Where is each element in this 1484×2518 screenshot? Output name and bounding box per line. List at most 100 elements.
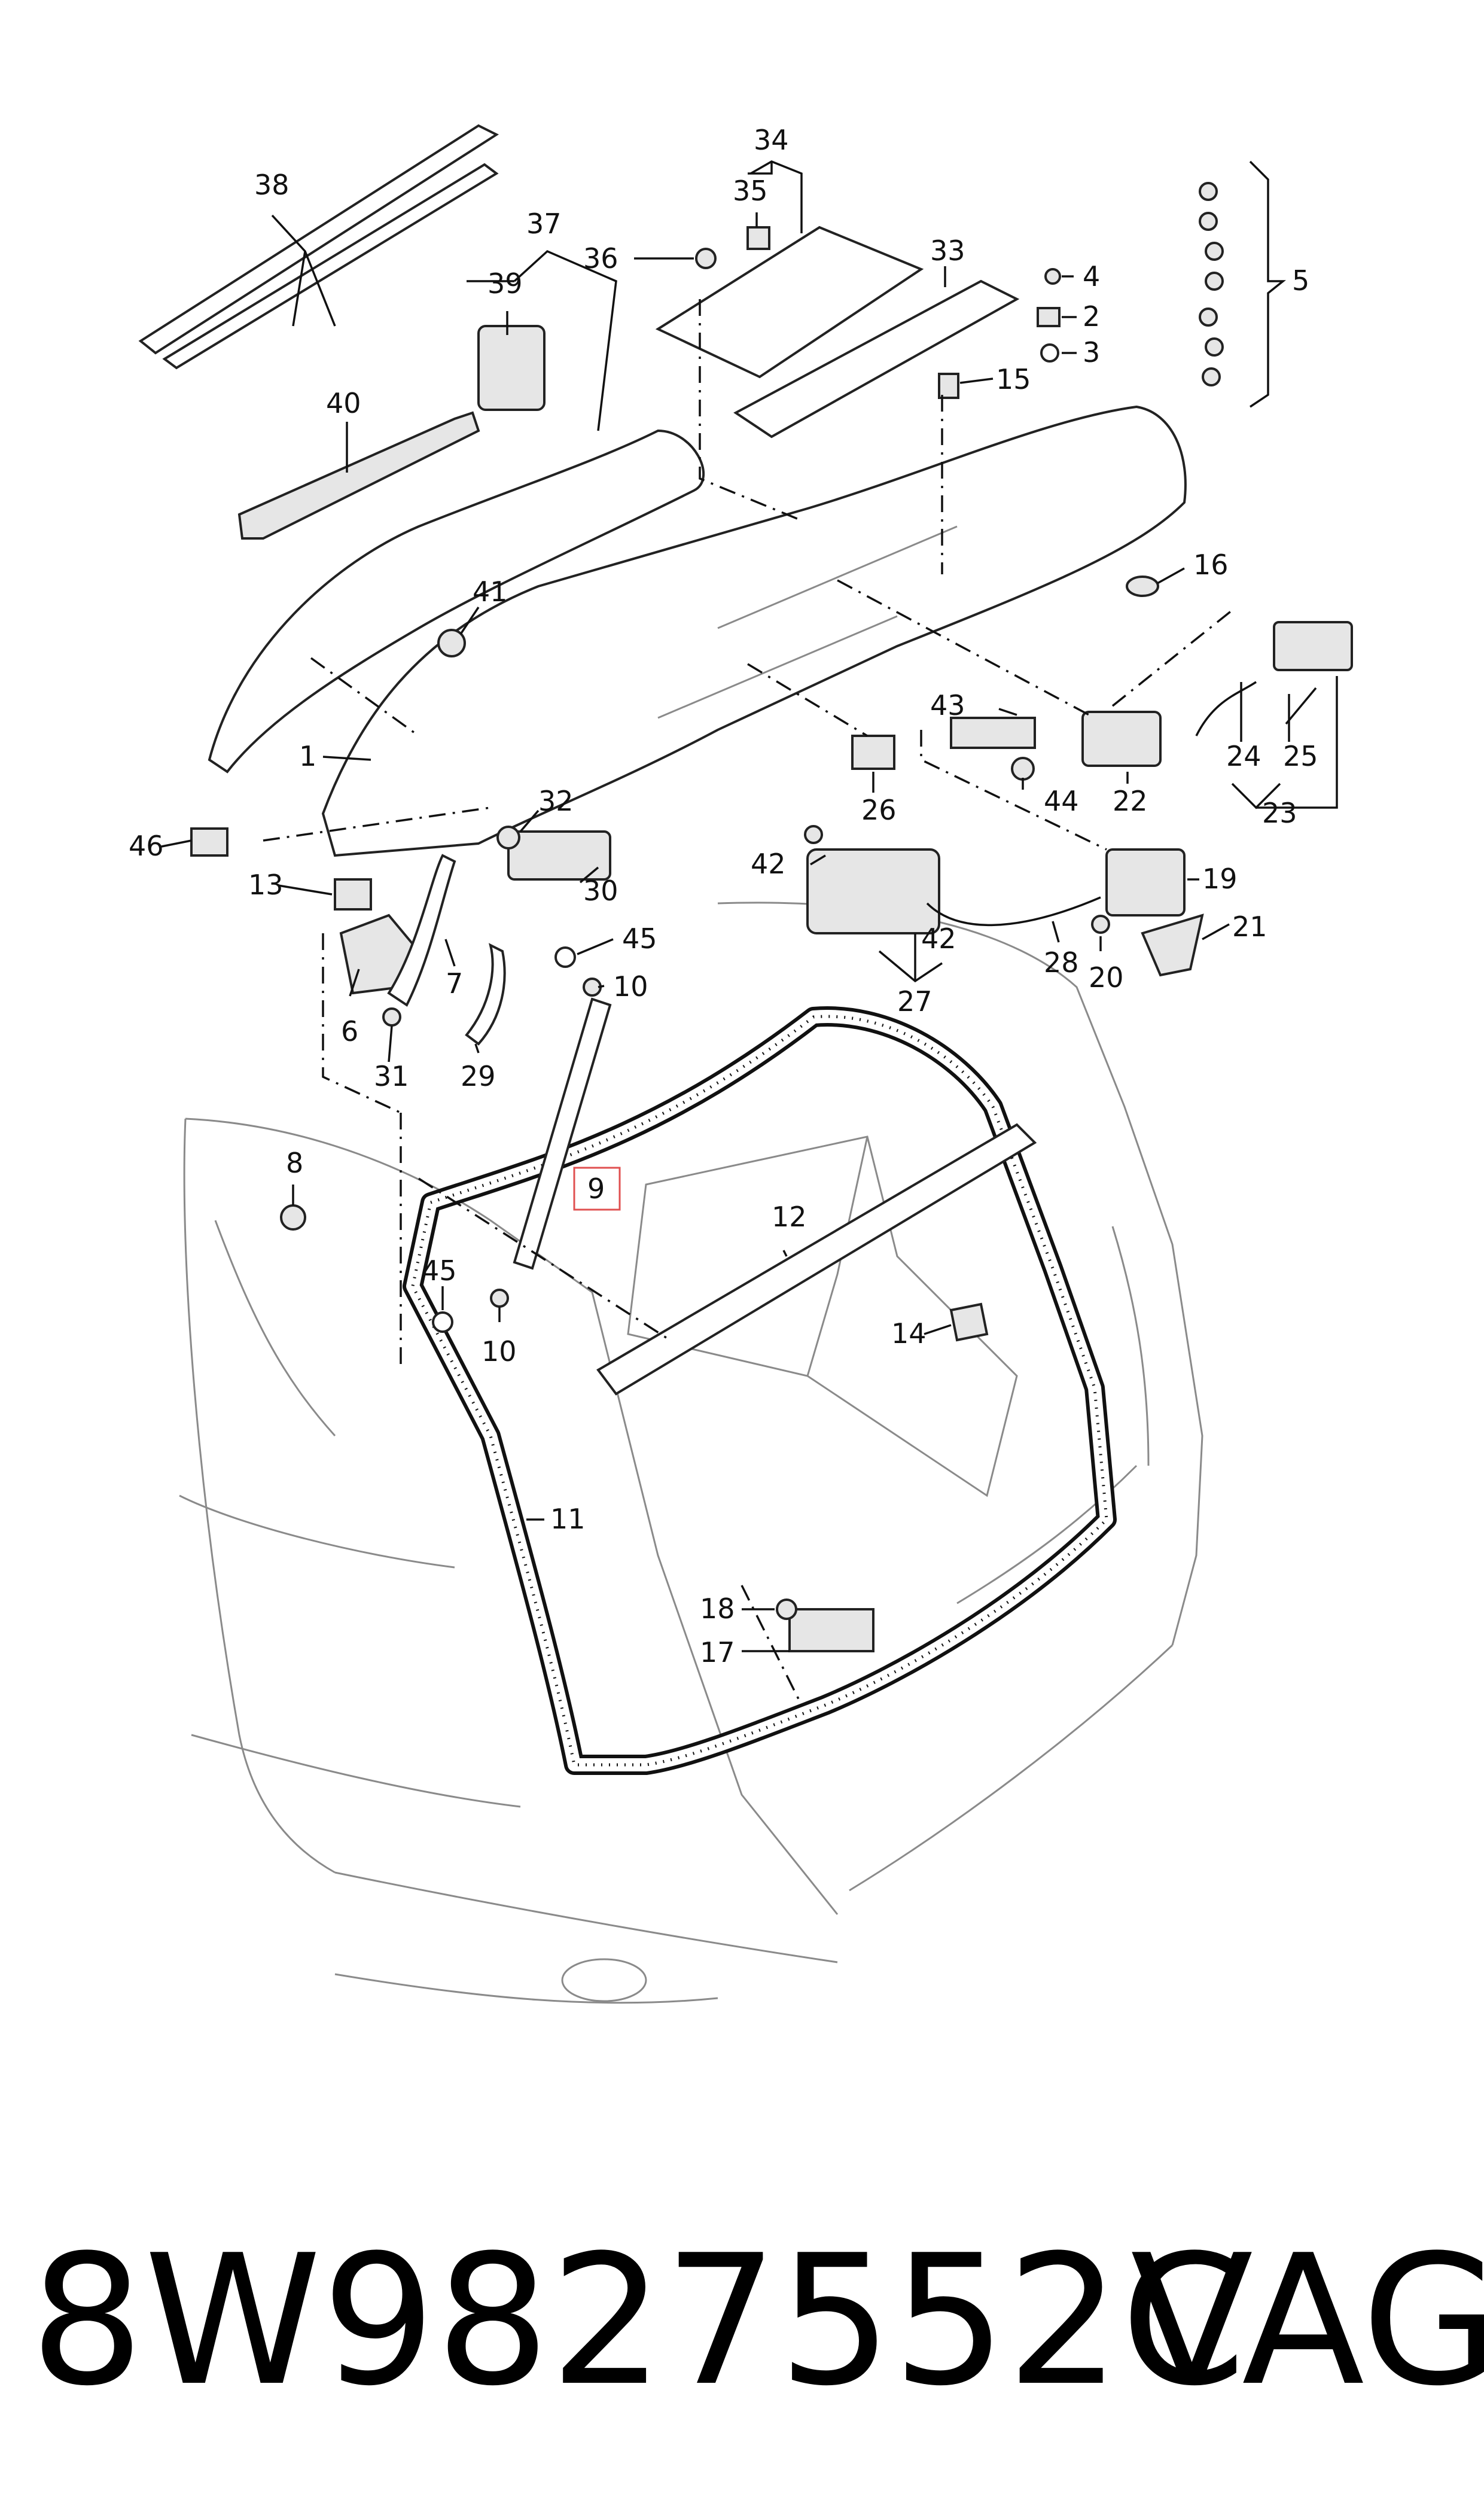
callout-44: 44 xyxy=(1044,785,1079,817)
callout-24: 24 xyxy=(1226,740,1261,772)
callout-38: 38 xyxy=(254,169,290,201)
nut-8 xyxy=(280,1204,306,1231)
tailgate-panel-1 xyxy=(321,405,1187,857)
callout-13: 13 xyxy=(248,869,284,901)
callout-25: 25 xyxy=(1283,740,1318,772)
callout-45b: 45 xyxy=(422,1255,457,1287)
plug-16 xyxy=(1126,576,1159,597)
callout-27: 27 xyxy=(897,985,933,1018)
cover-29 xyxy=(465,943,506,1046)
car-body-outline xyxy=(179,902,1203,2004)
gas-strut-9 xyxy=(513,997,612,1270)
callout-30: 30 xyxy=(583,875,618,907)
washer-45a xyxy=(554,946,576,968)
nut-18 xyxy=(776,1599,797,1620)
callout-4: 4 xyxy=(1083,260,1100,293)
callout-43: 43 xyxy=(930,689,965,721)
trim-strip-12 xyxy=(596,1123,1037,1396)
part-number: 8W9827552C xyxy=(30,2216,1247,2425)
callout-22: 22 xyxy=(1113,785,1148,817)
callout-10b: 10 xyxy=(482,1335,517,1368)
callout-37: 37 xyxy=(526,208,562,240)
tailgate-seal xyxy=(403,1006,1117,1775)
callout-15: 15 xyxy=(996,363,1031,395)
motor-27 xyxy=(806,848,940,934)
callout-33: 33 xyxy=(930,235,965,267)
bolt-42 xyxy=(804,825,823,844)
brand-label: VAG xyxy=(1130,2216,1484,2425)
callout-21: 21 xyxy=(1232,911,1267,943)
hinge-arm-7 xyxy=(387,854,456,1007)
ball-stud-10a xyxy=(583,978,602,997)
sensor-43 xyxy=(950,717,1036,749)
callout-34: 34 xyxy=(754,124,789,156)
switch-26 xyxy=(851,735,895,770)
callout-28: 28 xyxy=(1044,946,1079,979)
callout-45a: 45 xyxy=(622,922,657,955)
callout-6: 6 xyxy=(341,1015,358,1048)
clip-35 xyxy=(746,226,770,250)
callout-11: 11 xyxy=(550,1503,586,1535)
callout-42a: 42 xyxy=(751,848,786,880)
callout-5: 5 xyxy=(1292,264,1309,297)
clip-13 xyxy=(334,878,372,911)
callout-26: 26 xyxy=(861,794,897,826)
wire-24 xyxy=(1195,681,1257,736)
washer-3 xyxy=(1040,343,1059,363)
nut-20 xyxy=(1091,915,1110,934)
callout-19: 19 xyxy=(1202,863,1238,895)
bolts-group-5 xyxy=(1199,160,1286,408)
guide-lines xyxy=(263,299,1233,1706)
callout-8: 8 xyxy=(286,1147,303,1179)
cable-28 xyxy=(926,896,1101,926)
leader-lines xyxy=(161,160,1338,1652)
screw-4 xyxy=(1044,268,1061,285)
callout-31: 31 xyxy=(374,1060,409,1092)
nut-15 xyxy=(938,373,959,399)
nut-44 xyxy=(1011,757,1035,781)
nut-32 xyxy=(496,826,520,850)
callout-10a: 10 xyxy=(613,970,648,1003)
lock-19 xyxy=(1105,848,1186,917)
parts-diagram: 1 2 3 4 5 6 7 8 9 10 10 11 12 13 14 15 1… xyxy=(129,124,1353,2004)
clip-46 xyxy=(190,827,228,857)
striker-17 xyxy=(788,1608,874,1652)
callout-35: 35 xyxy=(733,175,768,207)
callout-9: 9 xyxy=(587,1173,605,1205)
callout-20: 20 xyxy=(1089,961,1124,994)
ball-stud-10b xyxy=(490,1289,509,1308)
camera-23 xyxy=(1273,621,1353,671)
brake-light-40 xyxy=(237,411,480,540)
plate-34 xyxy=(655,226,924,379)
callout-12: 12 xyxy=(772,1201,807,1233)
plate-33 xyxy=(733,279,1020,439)
callout-1: 1 xyxy=(299,740,316,772)
callout-32: 32 xyxy=(538,785,574,817)
callout-14: 14 xyxy=(891,1317,927,1350)
callout-labels: 1 2 3 4 5 6 7 8 9 10 10 11 12 13 14 15 1… xyxy=(129,124,1318,1668)
nut-41 xyxy=(437,629,466,657)
callout-7: 7 xyxy=(446,967,463,1000)
highlight-box-9 xyxy=(573,1167,621,1211)
callout-40: 40 xyxy=(326,387,361,419)
callout-39: 39 xyxy=(487,267,523,300)
roof-strip-38 xyxy=(138,124,499,370)
bag-39 xyxy=(477,325,546,411)
callout-29: 29 xyxy=(461,1060,496,1092)
clip-2 xyxy=(1037,307,1061,327)
callout-17: 17 xyxy=(700,1636,735,1668)
callout-2: 2 xyxy=(1083,300,1100,333)
callout-23: 23 xyxy=(1262,797,1297,829)
washer-45b xyxy=(432,1311,453,1333)
handle-22 xyxy=(1081,711,1162,767)
callout-46: 46 xyxy=(129,830,164,862)
bolt-31 xyxy=(382,1007,401,1027)
bolt-36 xyxy=(695,248,717,269)
callout-18: 18 xyxy=(700,1593,735,1625)
callout-42b: 42 xyxy=(921,922,956,955)
clip-14 xyxy=(949,1302,989,1342)
callout-41: 41 xyxy=(473,576,508,608)
drive-30 xyxy=(507,830,611,881)
callout-16: 16 xyxy=(1193,549,1229,581)
callout-3: 3 xyxy=(1083,336,1100,369)
